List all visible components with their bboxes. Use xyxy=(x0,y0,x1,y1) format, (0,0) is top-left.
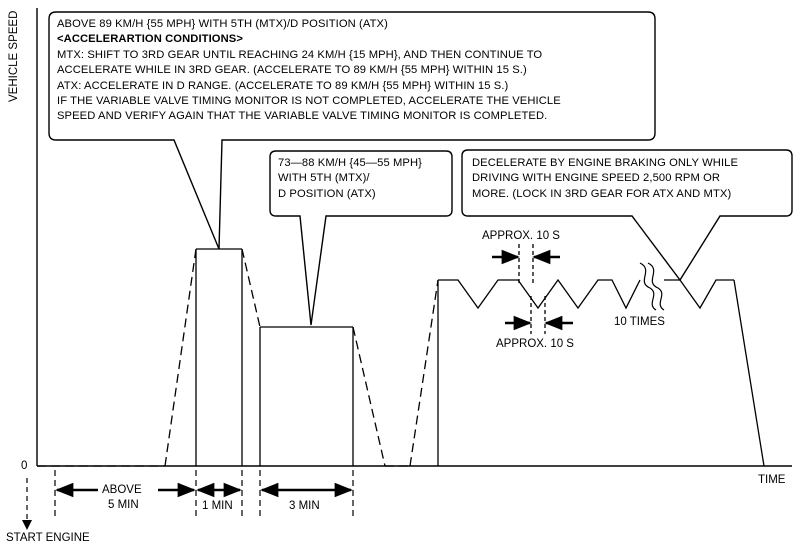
first-speed-plateau xyxy=(164,248,261,467)
break-symbol-icon-2 xyxy=(647,262,665,311)
callout-1-line: ACCELERATE WHILE IN 3RD GEAR. (ACCELERAT… xyxy=(57,64,527,77)
start-engine-arrow-icon xyxy=(22,520,32,530)
callout-2-line: 73—88 KM/H {45—55 MPH} xyxy=(278,157,422,169)
callout-1-heading: <ACCELERARTION CONDITIONS> xyxy=(57,33,243,46)
callout-2-line: D POSITION (ATX) xyxy=(278,187,376,200)
callout-2-text: 73—88 KM/H {45—55 MPH} WITH 5TH (MTX)/ D… xyxy=(278,156,422,202)
callout-2-line: WITH 5TH (MTX)/ xyxy=(278,172,370,185)
approx-top-label: APPROX. 10 S xyxy=(482,230,560,242)
callout-1-line: IF THE VARIABLE VALVE TIMING MONITOR IS … xyxy=(57,95,561,108)
callout-1-box xyxy=(48,11,656,250)
callout-3-line: DECELERATE BY ENGINE BRAKING ONLY WHILE xyxy=(472,157,739,169)
five-min-label: 5 MIN xyxy=(108,499,139,511)
break-symbol-icon xyxy=(639,262,657,311)
above-duration-label: ABOVE xyxy=(102,484,142,496)
callout-1-line: MTX: SHIFT TO 3RD GEAR UNTIL REACHING 24… xyxy=(57,48,543,61)
approx-top-dimension xyxy=(518,244,534,286)
callout-3-text: DECELERATE BY ENGINE BRAKING ONLY WHILE … xyxy=(472,156,738,202)
callout-1-line: ABOVE 89 KM/H {55 MPH} WITH 5TH (MTX)/D … xyxy=(57,18,388,30)
second-speed-plateau xyxy=(259,326,386,467)
callout-2-box xyxy=(269,150,453,326)
callout-3-line: DRIVING WITH ENGINE SPEED 2,500 RPM OR xyxy=(472,172,721,185)
callout-3-line: MORE. (LOCK IN 3RD GEAR FOR ATX AND MTX) xyxy=(472,187,732,200)
callout-1-text: ABOVE 89 KM/H {55 MPH} WITH 5TH (MTX)/D … xyxy=(57,17,561,125)
start-engine-label: START ENGINE xyxy=(6,532,90,544)
deceleration-zigzag xyxy=(409,278,765,467)
callout-3-box xyxy=(461,149,793,282)
duration-guides xyxy=(54,470,354,520)
ten-times-label: 10 TIMES xyxy=(614,316,665,328)
callout-1-line: ATX: ACCELERATE IN D RANGE. (ACCELERATE … xyxy=(57,79,509,92)
approx-bottom-label: APPROX. 10 S xyxy=(496,338,574,350)
one-min-label: 1 MIN xyxy=(202,500,233,512)
callout-1-line: SPEED AND VERIFY AGAIN THAT THE VARIABLE… xyxy=(57,110,548,123)
x-axis-label: TIME xyxy=(758,474,786,486)
three-min-label: 3 MIN xyxy=(289,500,320,512)
zero-label: 0 xyxy=(21,460,28,472)
y-axis-label: VEHICLE SPEED xyxy=(8,10,20,102)
